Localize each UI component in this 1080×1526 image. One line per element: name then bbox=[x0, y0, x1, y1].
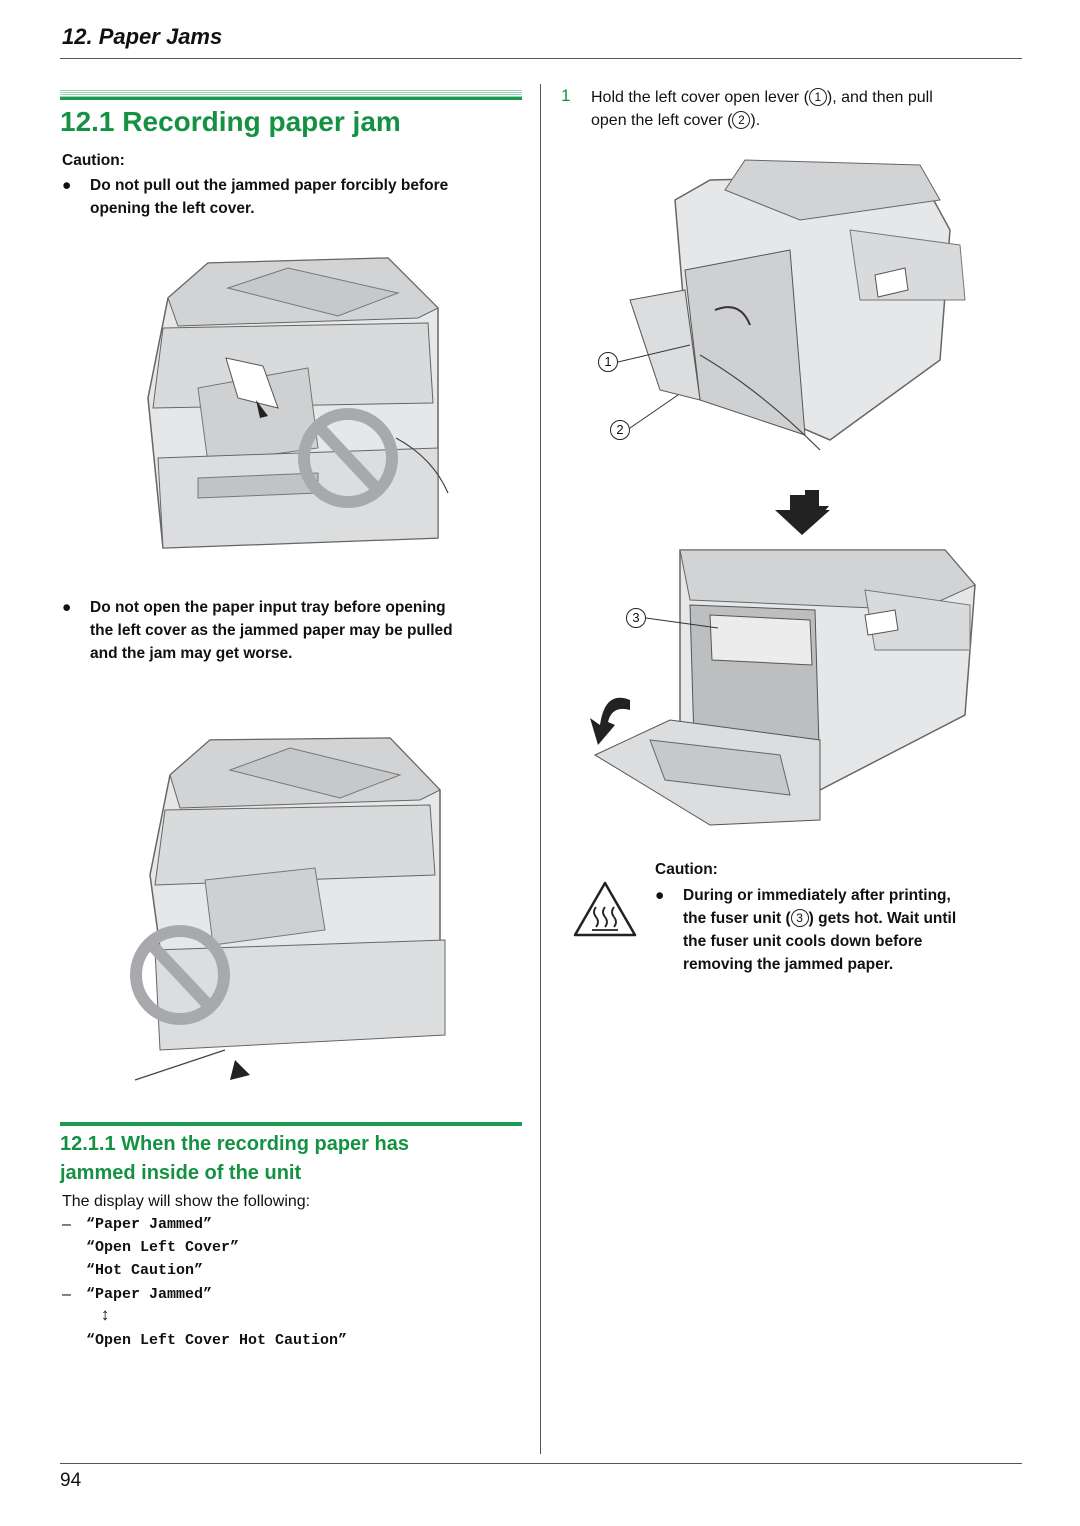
hot-surface-warning-icon bbox=[573, 881, 637, 937]
step1-text: Hold the left cover open lever (1), and … bbox=[591, 88, 933, 129]
step-number: 1 bbox=[561, 86, 571, 105]
column-divider bbox=[540, 84, 541, 1454]
title-bar-line bbox=[60, 97, 522, 100]
caution2-line1: Do not open the paper input tray before … bbox=[90, 599, 446, 616]
right-caution-line4: removing the jammed paper. bbox=[683, 956, 894, 973]
display-line-4: “Paper Jammed” bbox=[86, 1286, 213, 1303]
display-intro: The display will show the following: bbox=[62, 1193, 311, 1210]
display-line-3: “Hot Caution” bbox=[86, 1262, 204, 1279]
caution-bullet-1: ● Do not pull out the jammed paper forci… bbox=[62, 174, 532, 220]
callout-leader-3 bbox=[645, 617, 719, 629]
caution1-line2: opening the left cover. bbox=[90, 200, 255, 217]
subsection-title-line1: 12.1.1 When the recording paper has bbox=[60, 1133, 409, 1155]
dash-2: – bbox=[62, 1286, 71, 1303]
title-bar bbox=[60, 90, 522, 97]
marker-2: 2 bbox=[732, 111, 751, 129]
bullet: ● bbox=[62, 599, 72, 616]
bullet: ● bbox=[655, 887, 665, 904]
display-line-1: “Paper Jammed” bbox=[86, 1216, 213, 1233]
callout-2: 2 bbox=[610, 420, 630, 440]
callout-3: 3 bbox=[626, 608, 646, 628]
right-caution-line1: During or immediately after printing, bbox=[683, 887, 951, 904]
chapter-heading: 12. Paper Jams bbox=[62, 24, 223, 49]
illustration-fuser-unit bbox=[590, 549, 976, 826]
callout-leaders-top bbox=[617, 344, 691, 429]
illustration-no-tray-open bbox=[130, 737, 446, 1081]
display-line-5: “Open Left Cover Hot Caution” bbox=[86, 1332, 348, 1349]
callout-1: 1 bbox=[598, 352, 618, 372]
caution-bullet-2: ● Do not open the paper input tray befor… bbox=[62, 596, 532, 666]
marker-3: 3 bbox=[790, 909, 809, 927]
right-caution-bullet: ● During or immediately after printing, … bbox=[655, 884, 1025, 976]
bullet: ● bbox=[62, 177, 72, 194]
caution-label: Caution: bbox=[62, 152, 125, 169]
down-arrow-icon bbox=[795, 490, 829, 526]
right-caution-label: Caution: bbox=[655, 861, 718, 878]
subsection-title: 12.1.1 When the recording paper has jamm… bbox=[60, 1130, 520, 1188]
marker-1: 1 bbox=[808, 88, 827, 106]
dash-1: – bbox=[62, 1216, 71, 1233]
caution2-line3: and the jam may get worse. bbox=[90, 645, 293, 662]
caution2-line2: the left cover as the jammed paper may b… bbox=[90, 622, 453, 639]
footer-rule bbox=[60, 1463, 1022, 1464]
toggle-arrow: ↕ bbox=[100, 1307, 111, 1326]
subsection-rule bbox=[60, 1122, 522, 1126]
section-title: 12.1 Recording paper jam bbox=[60, 106, 401, 137]
subsection-title-line2: jammed inside of the unit bbox=[60, 1162, 302, 1184]
page-number: 94 bbox=[60, 1470, 82, 1491]
display-line-2: “Open Left Cover” bbox=[86, 1239, 240, 1256]
right-caution-line3: the fuser unit cools down before bbox=[683, 933, 923, 950]
illustration-no-pull bbox=[147, 257, 449, 549]
header-rule bbox=[60, 58, 1022, 59]
caution1-line1: Do not pull out the jammed paper forcibl… bbox=[90, 177, 449, 194]
illustration-open-cover bbox=[629, 159, 966, 535]
